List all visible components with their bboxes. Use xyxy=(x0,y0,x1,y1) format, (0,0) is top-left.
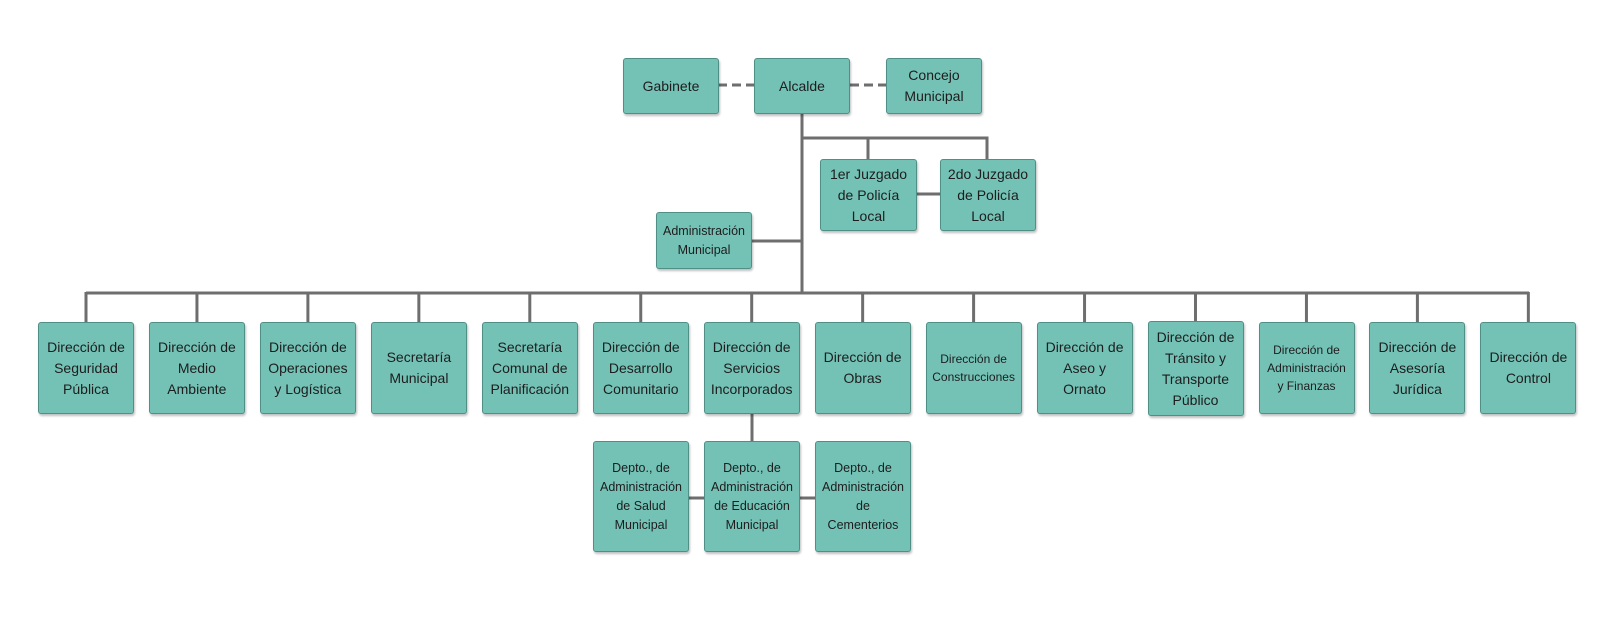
direccion-aseo-ornato-label: Dirección de Aseo y Ornato xyxy=(1045,338,1124,397)
direccion-medio-ambiente-label: Dirección de Medio Ambiente xyxy=(157,338,236,397)
administracion-municipal-box: Administración Municipal xyxy=(656,212,752,269)
direccion-transito-transporte-box: Dirección de Tránsito y Transporte Públi… xyxy=(1147,321,1244,416)
connector-juzgados xyxy=(802,136,989,159)
direccion-secplan-box: Secretaría Comunal de Planificación xyxy=(481,322,578,414)
depto-salud-label: Depto., de Administración de Salud Munic… xyxy=(600,460,682,532)
connector-drops xyxy=(84,292,1530,322)
direccion-seguridad-publica-box: Dirección de Seguridad Pública xyxy=(38,322,134,414)
depto-educacion-box: Depto., de Administración de Educación M… xyxy=(704,441,800,552)
direccion-operaciones-logistica-label: Dirección de Operaciones y Logística xyxy=(268,338,348,397)
depto-cementerios-label: Depto., de Administración de Cementerios xyxy=(822,460,904,532)
direccion-construcciones-box: Dirección de Construcciones xyxy=(925,322,1022,414)
direccion-medio-ambiente-box: Dirección de Medio Ambiente xyxy=(148,322,245,414)
direccion-aseo-ornato-box: Dirección de Aseo y Ornato xyxy=(1036,322,1133,414)
direccion-secretaria-municipal-label: Secretaría Municipal xyxy=(386,349,452,386)
alcalde-box: Alcalde xyxy=(754,58,850,114)
direccion-desarrollo-comunitario-label: Dirección de Desarrollo Comunitario xyxy=(601,338,680,397)
depto-cementerios-box: Depto., de Administración de Cementerios xyxy=(815,441,911,552)
direccion-operaciones-logistica-box: Dirección de Operaciones y Logística xyxy=(259,322,356,414)
concejo-municipal-label: Concejo Municipal xyxy=(904,67,964,104)
direccion-desarrollo-comunitario-box: Dirección de Desarrollo Comunitario xyxy=(592,322,689,414)
direccion-asesoria-juridica-box: Dirección de Asesoría Jurídica xyxy=(1369,322,1466,414)
juzgado-1-label: 1er Juzgado de Policía Local xyxy=(829,165,908,224)
direccion-obras-box: Dirección de Obras xyxy=(814,322,911,414)
direccion-secplan-label: Secretaría Comunal de Planificación xyxy=(490,338,570,397)
juzgado-2-box: 2do Juzgado de Policía Local xyxy=(940,159,1036,231)
direccion-servicios-incorporados-box: Dirección de Servicios Incorporados xyxy=(703,322,800,414)
administracion-municipal-label: Administración Municipal xyxy=(663,223,745,257)
direccion-construcciones-label: Dirección de Construcciones xyxy=(932,352,1015,384)
alcalde-label: Alcalde xyxy=(779,77,825,94)
juzgado-2-label: 2do Juzgado de Policía Local xyxy=(947,165,1029,224)
direccion-transito-transporte-label: Dirección de Tránsito y Transporte Públi… xyxy=(1156,328,1235,408)
direccion-control-label: Dirección de Control xyxy=(1489,349,1568,386)
direccion-administracion-finanzas-box: Dirección de Administración y Finanzas xyxy=(1258,322,1355,414)
juzgado-1-box: 1er Juzgado de Policía Local xyxy=(820,159,917,231)
direccion-asesoria-juridica-label: Dirección de Asesoría Jurídica xyxy=(1378,338,1457,397)
concejo-municipal-box: Concejo Municipal xyxy=(886,58,982,114)
direccion-obras-label: Dirección de Obras xyxy=(823,349,902,386)
direccion-seguridad-publica-label: Dirección de Seguridad Pública xyxy=(47,338,125,397)
direccion-administracion-finanzas-label: Dirección de Administración y Finanzas xyxy=(1267,343,1346,393)
direccion-secretaria-municipal-box: Secretaría Municipal xyxy=(370,322,467,414)
gabinete-box: Gabinete xyxy=(623,58,719,114)
direccion-servicios-incorporados-label: Dirección de Servicios Incorporados xyxy=(710,338,793,397)
depto-salud-box: Depto., de Administración de Salud Munic… xyxy=(593,441,689,552)
gabinete-label: Gabinete xyxy=(642,77,700,94)
direccion-control-box: Dirección de Control xyxy=(1480,322,1577,414)
depto-educacion-label: Depto., de Administración de Educación M… xyxy=(711,460,793,532)
